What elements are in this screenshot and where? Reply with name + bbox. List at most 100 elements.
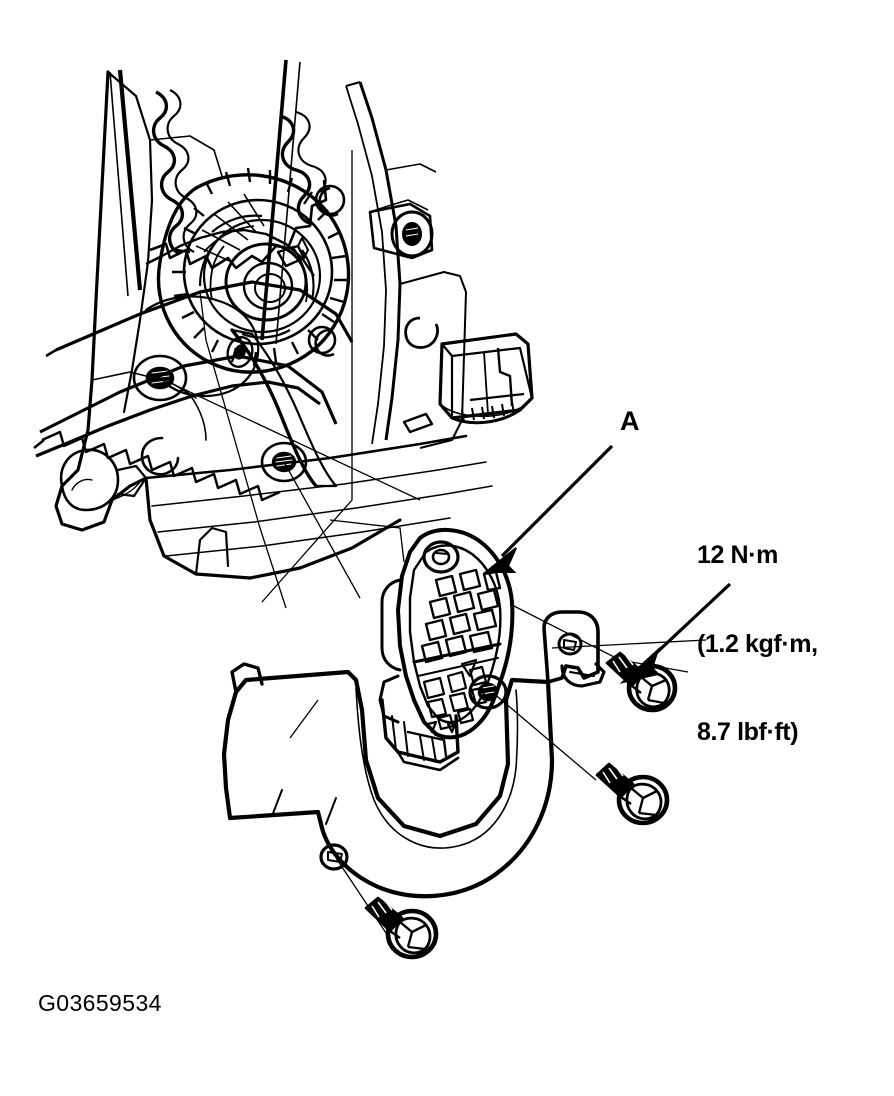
connector-latch — [496, 347, 514, 407]
bolt-lower-collar — [389, 930, 401, 939]
pulley-web-lines — [195, 193, 265, 263]
arrow-torque-shaft — [650, 582, 732, 659]
camshaft-pulley-group — [156, 167, 351, 374]
tensioner-arm-top — [230, 328, 254, 336]
flange-bolt-middle — [595, 761, 670, 826]
pulley-slot-4 — [241, 329, 291, 339]
sensor-rib-lattice-lower — [422, 665, 488, 731]
cyl-boss-hole — [402, 222, 422, 246]
pulley-hub-bore-inner — [254, 273, 286, 303]
pulley-slot-2b — [209, 245, 225, 301]
bracket-lower-hole — [319, 843, 349, 871]
connector-base-shadow — [439, 393, 533, 418]
pulley-ring-2 — [202, 218, 322, 334]
bolt-boss-upper — [132, 354, 188, 402]
belt-teeth-backing — [35, 380, 321, 458]
belt-teeth-left — [41, 430, 281, 502]
arrow-a-head — [483, 547, 517, 573]
bracket-crease-2 — [325, 797, 337, 825]
sensor-plug-lip — [406, 730, 448, 758]
leader-line-upper-right — [261, 150, 353, 603]
bolt-upper-collar — [631, 685, 642, 694]
block-deck-line-b — [157, 485, 493, 533]
tensioner-pivot — [226, 336, 254, 368]
bracket-arc-inner-thin — [355, 687, 519, 849]
guide-bar-1 — [117, 69, 143, 291]
arrow-a-shaft — [500, 444, 614, 558]
connector-top-edge — [451, 346, 534, 399]
pulley-ring-3 — [224, 242, 308, 322]
bracket-ear-hole — [557, 632, 583, 656]
belt-end-2 — [45, 348, 57, 358]
bolt-boss-lower — [260, 441, 308, 483]
sensor-left-lower-flank — [378, 674, 400, 724]
bolt-lower-flange — [385, 908, 439, 960]
connector-divider — [483, 351, 489, 415]
belt-squiggle-2b — [295, 110, 327, 193]
sensor-rib-triangles — [426, 658, 478, 734]
connector-pin-row-top — [469, 392, 525, 402]
bracket-ear-hole-inner — [563, 639, 577, 651]
sensor-upper-mount-eye — [422, 540, 460, 574]
sensor-outer-shell — [396, 527, 515, 740]
bolt-middle-head-facet-2 — [642, 789, 658, 800]
connector-tab — [402, 412, 434, 434]
sensor-inner-shell — [408, 544, 502, 724]
bracket-ear-hook-line — [569, 671, 595, 677]
crankshaft-position-sensor-group — [378, 527, 515, 772]
mounting-bracket-group — [221, 610, 606, 899]
arrow-torque-head — [619, 646, 661, 684]
housing-face — [399, 271, 467, 449]
bolt-middle-collar — [620, 796, 632, 805]
bolt-middle-head-facet-3 — [638, 811, 657, 817]
bolt-lower-threads — [371, 895, 399, 918]
tensioner-arm-edge — [250, 332, 338, 488]
bracket-lower-hole-inner — [327, 851, 343, 863]
sensor-left-flank — [380, 578, 402, 672]
pulley-slot-1b — [203, 225, 255, 253]
bracket-ear-hook — [560, 662, 606, 688]
housing-boss-1-c — [318, 186, 339, 217]
block-boss-left-hl — [71, 478, 93, 491]
bolt-lower-head-facet-3 — [407, 945, 426, 951]
leader-from-boss-lower — [283, 461, 361, 599]
upper-housing-group — [345, 81, 534, 449]
timing-cover-contour-2 — [185, 389, 207, 441]
bracket-lower-edge-line — [229, 811, 319, 819]
bracket-body-outline — [221, 669, 555, 899]
block-boss-left-hl2 — [111, 481, 141, 501]
sensor-lower-mount-eye — [468, 674, 508, 710]
guide-bar-1b — [109, 71, 129, 297]
bolt-upper-threads — [612, 650, 640, 673]
sensor-upper-hole-mark — [435, 552, 449, 555]
connector-pins — [461, 401, 515, 423]
pulley-hub-bore — [242, 261, 294, 311]
housing-face-line — [385, 163, 437, 173]
block-deck-notch — [194, 526, 230, 576]
leader-sensor-top — [329, 519, 405, 563]
housing-right-edge-inner — [345, 85, 387, 445]
cyl-boss-top-edge — [369, 199, 429, 213]
bolt-middle-flange — [616, 774, 670, 826]
bracket-left-tab — [230, 662, 264, 694]
bracket-crease-1 — [271, 789, 283, 817]
pulley-ring-1 — [182, 198, 334, 346]
pulley-teeth — [172, 167, 348, 367]
block-deck-line-c — [165, 517, 451, 557]
sensor-plug-base — [396, 750, 460, 772]
belt-squiggle-1 — [152, 90, 184, 256]
sensor-plug-ribs — [419, 735, 437, 763]
belt-outer-edge-top — [55, 280, 354, 352]
housing-top-cap — [345, 81, 361, 87]
cyl-boss-body — [368, 202, 434, 260]
housing-hook-ear — [404, 316, 439, 349]
sensor-mid-ridge — [412, 642, 502, 664]
tensioner-arm — [230, 328, 318, 488]
bolt-lower-head-facet-2 — [411, 923, 427, 934]
housing-boss-1 — [314, 184, 346, 216]
block-c-cutout — [140, 436, 180, 476]
cyl-boss-threads — [405, 227, 419, 237]
leader-line-belt — [199, 291, 287, 609]
